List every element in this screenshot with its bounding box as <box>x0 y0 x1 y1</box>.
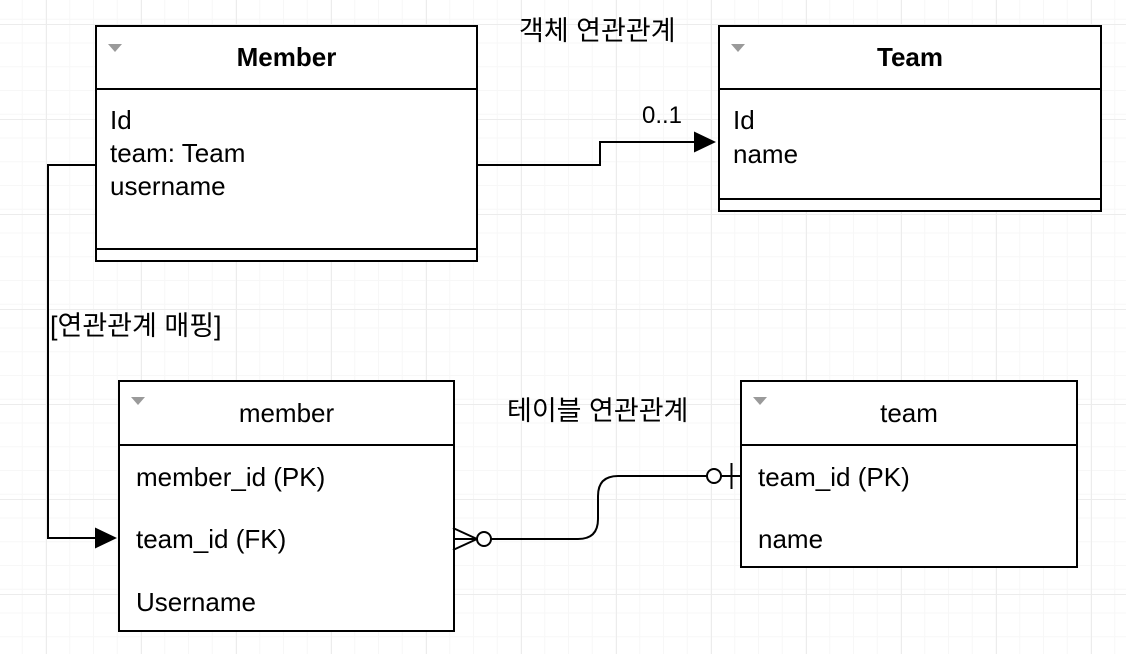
class-attributes-team: Id name <box>720 90 1100 171</box>
object-relation-title[interactable]: 객체 연관관계 <box>519 16 676 46</box>
class-title: Team <box>877 42 943 72</box>
object-association-connector[interactable] <box>478 131 716 166</box>
zero-circle-icon[interactable] <box>476 531 492 547</box>
collapse-chevron-icon[interactable] <box>731 44 745 52</box>
crows-foot-many-icon[interactable] <box>452 527 478 551</box>
class-attributes-member: Id team: Team username <box>97 90 476 203</box>
multiplicity-label[interactable]: 0..1 <box>642 102 683 129</box>
class-box-team[interactable]: Team Id name <box>718 25 1102 212</box>
class-attribute[interactable]: Id <box>733 105 755 135</box>
table-column[interactable]: Username <box>136 586 256 617</box>
table-column[interactable]: team_id (PK) <box>758 461 910 492</box>
class-attribute[interactable]: name <box>733 139 799 169</box>
arrowhead-icon[interactable] <box>95 527 117 549</box>
class-header-team[interactable]: Team <box>720 27 1100 90</box>
class-header-member[interactable]: Member <box>97 27 476 90</box>
table-association-connector[interactable] <box>452 463 740 551</box>
zero-circle-icon[interactable] <box>706 468 722 484</box>
class-attribute[interactable]: username <box>110 171 226 201</box>
collapse-chevron-icon[interactable] <box>131 397 145 405</box>
table-header-team[interactable]: team <box>742 382 1076 446</box>
table-relation-title[interactable]: 테이블 연관관계 <box>507 396 689 426</box>
connector-line[interactable] <box>478 141 696 166</box>
class-box-member[interactable]: Member Id team: Team username <box>95 25 478 262</box>
table-box-team[interactable]: team team_id (PK) name <box>740 380 1078 568</box>
table-title: member <box>238 397 335 428</box>
table-column[interactable]: name <box>758 523 824 554</box>
mapping-label[interactable]: [연관관계 매핑] <box>50 311 222 341</box>
collapse-chevron-icon[interactable] <box>753 397 767 405</box>
one-bar-icon[interactable] <box>721 463 740 489</box>
table-box-member[interactable]: member member_id (PK) team_id (FK) Usern… <box>118 380 455 632</box>
table-header-member[interactable]: member <box>120 382 453 446</box>
class-attribute[interactable]: team: Team <box>110 138 246 168</box>
class-attribute[interactable]: Id <box>110 105 132 135</box>
table-column[interactable]: team_id (FK) <box>136 524 287 555</box>
class-methods-compartment <box>720 198 1100 210</box>
table-title: team <box>880 397 938 428</box>
connector-line[interactable] <box>491 475 707 540</box>
arrowhead-icon[interactable] <box>694 131 716 153</box>
class-methods-compartment <box>97 248 476 260</box>
collapse-chevron-icon[interactable] <box>108 44 122 52</box>
table-column[interactable]: member_id (PK) <box>136 461 326 492</box>
class-title: Member <box>236 42 337 72</box>
connector-line[interactable] <box>47 164 97 539</box>
